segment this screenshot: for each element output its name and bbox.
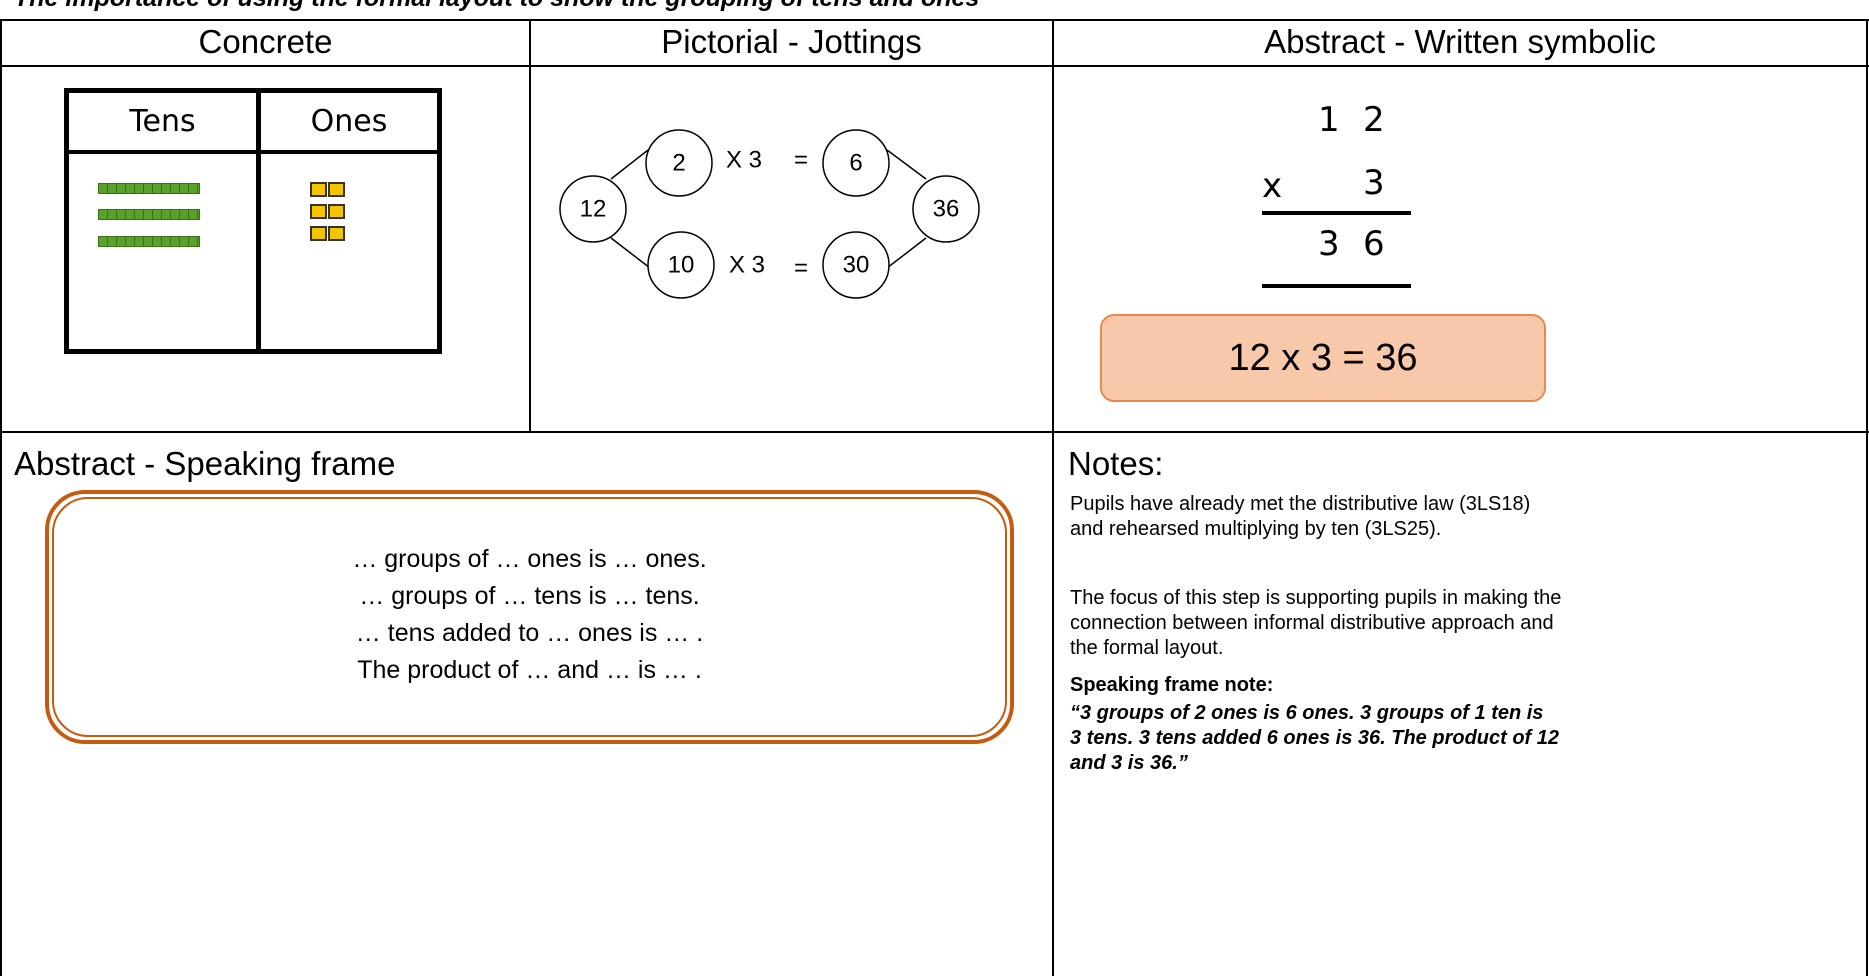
multiply-operator: x [1262,166,1283,206]
table-border-right [1866,19,1868,976]
top-caption: The importance of using the formal layou… [14,0,979,13]
speaking-note-title: Speaking frame note: [1070,674,1274,696]
notes-paragraph-2: The focus of this step is supporting pup… [1070,587,1562,659]
table-border-left [0,19,2,976]
equals-sign: = [794,147,808,174]
answer-ones-digit: 6 [1363,224,1385,264]
ones-cube [328,226,345,241]
total-value: 36 [933,196,960,223]
speaking-frame-box [45,490,1014,744]
ones-cube [328,204,345,219]
ones-cube [328,182,345,197]
place-value-column-divider [256,93,261,349]
ones-cube [310,182,327,197]
speaking-frame-line: The product of … and … is … . [357,656,702,684]
ones-cube [310,204,327,219]
ones-cube [310,226,327,241]
product-tens-circle [822,231,890,299]
connector-line [886,149,927,180]
times-three-label: X 3 [729,252,765,279]
middle-row-divider [0,431,1869,433]
part-ones-value: 2 [672,150,685,177]
header-row-divider [0,65,1869,67]
connector-line [610,237,651,269]
tens-label: Tens [129,104,196,139]
header-concrete: Concrete [198,23,333,60]
header-pictorial: Pictorial - Jottings [661,23,922,60]
multiplicand-ones-digit: 2 [1363,100,1385,140]
tens-rod [98,183,200,194]
ones-label: Ones [310,104,388,139]
part-tens-value: 10 [668,252,695,279]
tens-rod [98,236,200,247]
speaking-frame-title: Abstract - Speaking frame [14,445,396,482]
product-ones-value: 6 [849,150,862,177]
speaking-note-text: “3 groups of 2 ones is 6 ones. 3 groups … [1070,702,1560,774]
multiplier-digit: 3 [1363,163,1385,203]
whole-circle [559,175,627,243]
tens-rod [98,209,200,220]
connector-line [610,149,649,180]
speaking-frame-text: … groups of … ones is … ones. … groups o… [45,541,1014,689]
equation-box: 12 x 3 = 36 [1100,314,1546,402]
working-line-bottom [1262,284,1411,288]
notes-paragraph-1: Pupils have already met the distributive… [1070,493,1531,540]
whole-value: 12 [580,196,607,223]
part-tens-circle [647,231,715,299]
total-circle [912,175,980,243]
speaking-frame-line: … groups of … tens is … tens. [359,582,700,610]
top-caption-strip: The importance of using the formal layou… [0,0,1869,20]
place-value-chart: Tens Ones [64,88,442,354]
place-value-header-divider [69,150,437,154]
jottings-diagram: 12 2 10 X 3 X 3 = = 6 30 36 [559,129,980,299]
column-divider-1 [529,19,531,433]
header-abstract: Abstract - Written symbolic [1264,23,1656,60]
times-three-label: X 3 [726,147,762,174]
connector-line [886,237,927,269]
multiplicand-tens-digit: 1 [1318,100,1340,140]
product-tens-value: 30 [843,252,870,279]
working-line-top [1262,211,1411,215]
product-ones-circle [822,129,890,197]
column-divider-2 [1052,19,1054,976]
part-ones-circle [645,129,713,197]
equals-sign: = [794,255,808,282]
notes-title: Notes: [1068,445,1164,482]
answer-tens-digit: 3 [1318,224,1340,264]
speaking-frame-line: … tens added to … ones is … . [355,619,704,647]
table-border-top [0,19,1869,21]
speaking-frame-line: … groups of … ones is … ones. [352,545,707,573]
